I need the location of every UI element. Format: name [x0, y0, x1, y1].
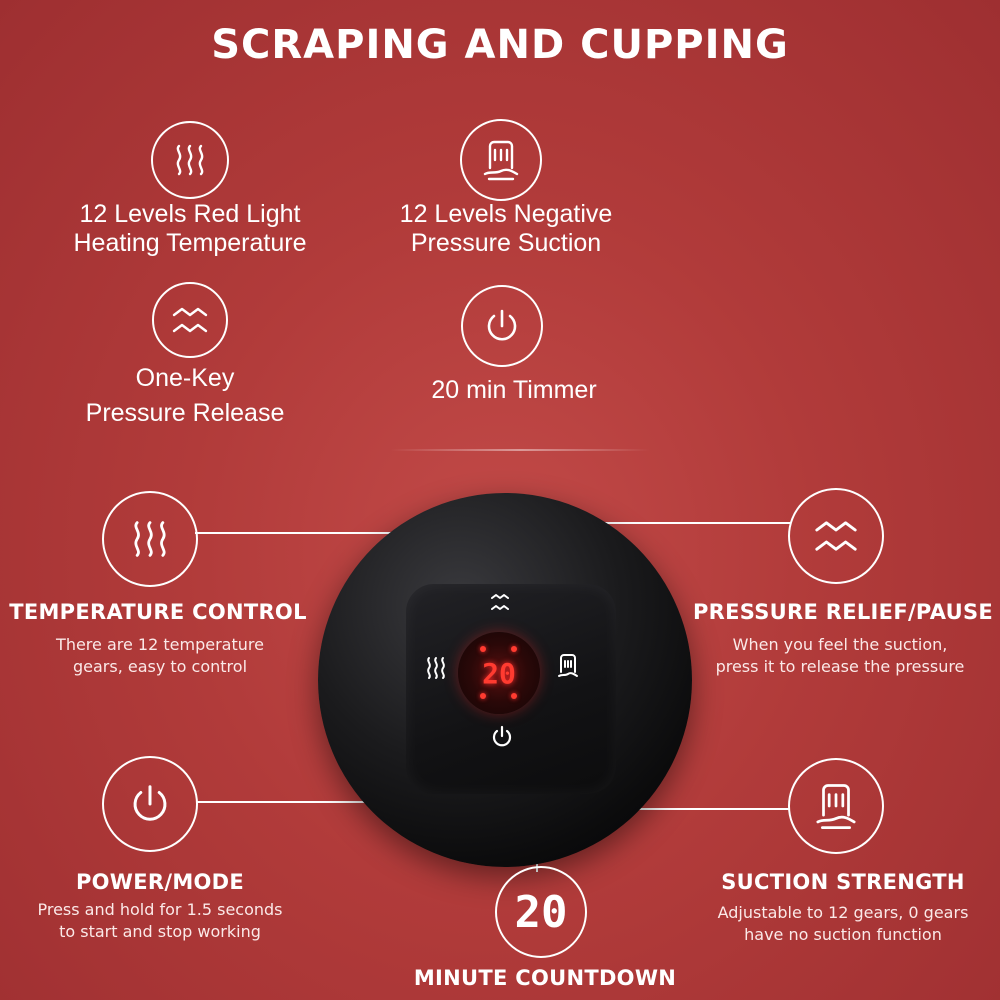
connector-line	[195, 532, 433, 534]
suction-strength-title: SUCTION STRENGTH	[721, 870, 965, 894]
pressure-release-icon	[788, 488, 884, 584]
feature-line: 12 Levels Red Light	[79, 200, 301, 228]
pressure-release-icon	[152, 282, 228, 358]
connector-line	[498, 522, 790, 524]
feature-timer-text: 20 min Timmer	[364, 376, 664, 405]
power-mode-title: POWER/MODE	[75, 870, 245, 894]
divider	[390, 449, 650, 451]
pressure-release-button[interactable]	[486, 592, 514, 614]
temperature-control-title: TEMPERATURE CONTROL	[9, 600, 307, 624]
suction-button[interactable]	[556, 652, 580, 682]
countdown-display-value: 20	[514, 886, 568, 938]
power-mode-desc: Press and hold for 1.5 seconds to start …	[10, 899, 310, 943]
feature-line: Pressure Release	[85, 399, 285, 427]
desc-line: Adjustable to 12 gears, 0 gears	[717, 903, 969, 922]
heat-waves-icon	[102, 491, 198, 587]
power-icon	[461, 285, 543, 367]
suction-cup-icon	[460, 119, 542, 201]
heat-button[interactable]	[424, 655, 448, 681]
heat-waves-icon	[151, 121, 229, 199]
feature-red-light-text: 12 Levels Red Light Heating Temperature	[40, 200, 340, 258]
temperature-control-desc: There are 12 temperature gears, easy to …	[10, 634, 310, 678]
led-display-value: 20	[482, 656, 516, 690]
page-title: SCRAPING AND CUPPING	[211, 22, 789, 68]
led-display: 20	[458, 632, 540, 714]
power-button[interactable]	[489, 724, 515, 750]
desc-line: gears, easy to control	[72, 657, 248, 676]
connector-line	[567, 808, 789, 810]
suction-cup-icon	[788, 758, 884, 854]
pressure-relief-title: PRESSURE RELIEF/PAUSE	[692, 600, 994, 624]
feature-suction-text: 12 Levels Negative Pressure Suction	[356, 200, 656, 258]
desc-line: press it to release the pressure	[715, 657, 965, 676]
desc-line: When you feel the suction,	[732, 635, 948, 654]
desc-line: Press and hold for 1.5 seconds	[37, 900, 283, 919]
desc-line: have no suction function	[744, 925, 942, 944]
feature-line: Heating Temperature	[73, 229, 307, 257]
led-dot	[511, 693, 517, 699]
connector-line	[197, 801, 503, 803]
led-dot	[480, 646, 486, 652]
led-dot	[511, 646, 517, 652]
desc-line: There are 12 temperature	[56, 635, 264, 654]
led-dot	[480, 693, 486, 699]
suction-strength-desc: Adjustable to 12 gears, 0 gears have no …	[690, 902, 996, 946]
feature-release-text: One-Key Pressure Release	[40, 361, 330, 431]
feature-line: One-Key	[135, 364, 235, 392]
power-icon	[102, 756, 198, 852]
feature-line: 12 Levels Negative	[399, 200, 613, 228]
desc-line: to start and stop working	[59, 922, 261, 941]
pressure-relief-desc: When you feel the suction, press it to r…	[690, 634, 990, 678]
feature-line: Pressure Suction	[410, 229, 602, 257]
feature-line: 20 min Timmer	[431, 376, 597, 404]
minute-countdown-title: MINUTE COUNTDOWN	[413, 966, 677, 990]
countdown-display-icon: 20	[495, 866, 587, 958]
